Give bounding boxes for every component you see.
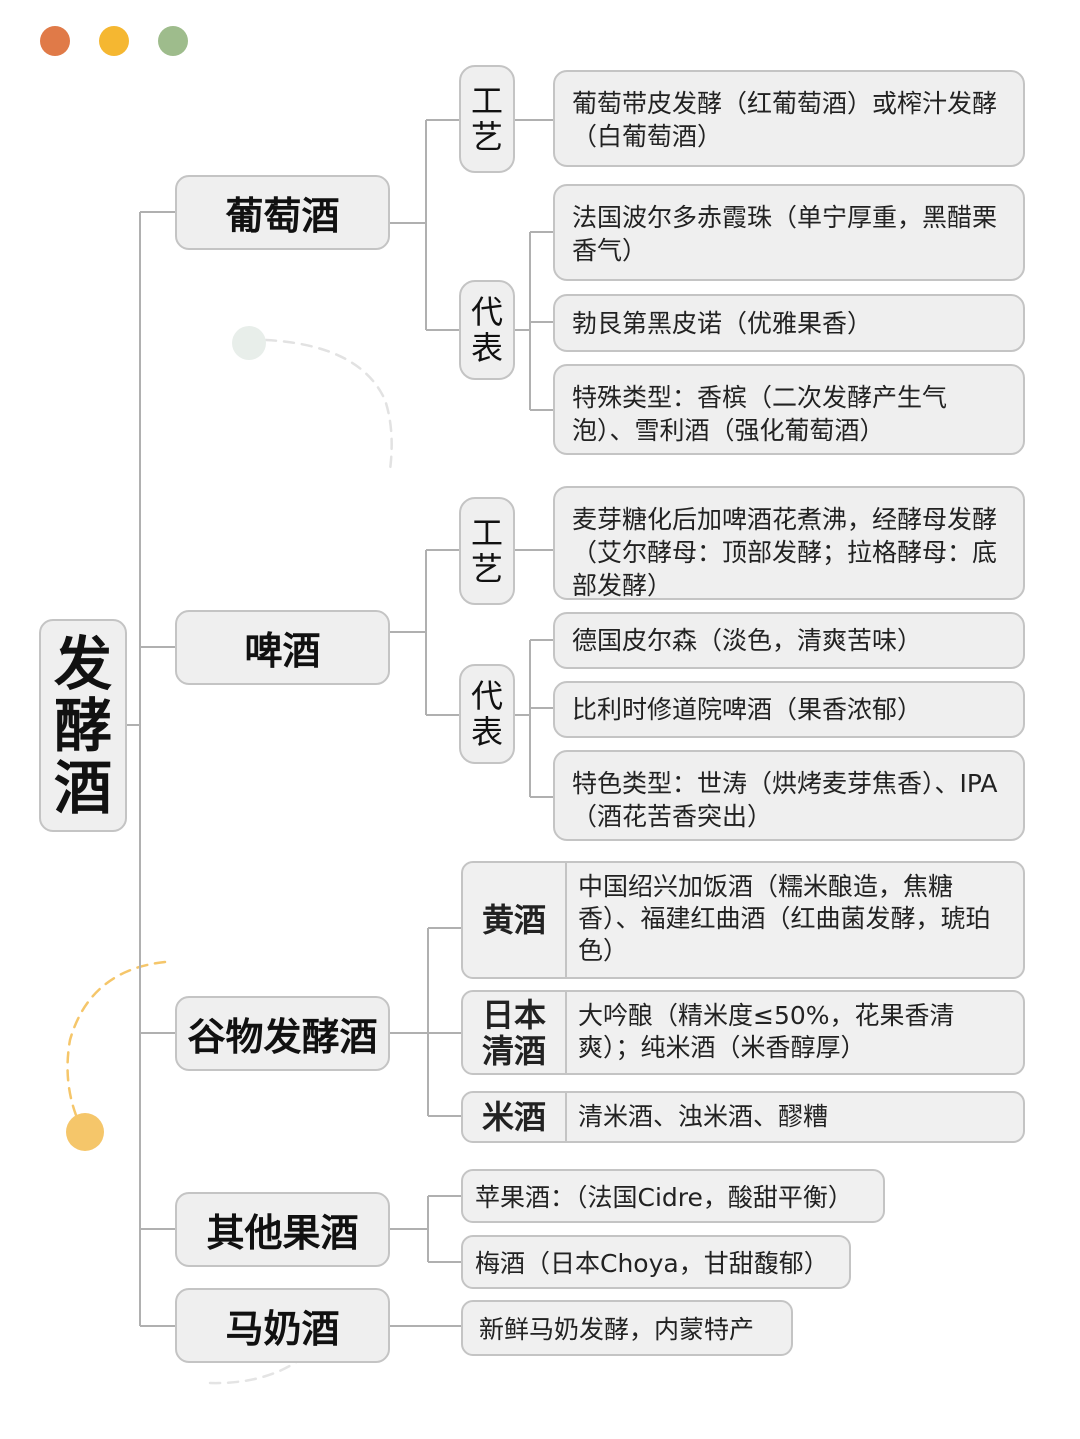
grain-row: 日本 清酒 大吟酿（精米度≤50%，花果香清爽）；纯米酒（米香醇厚）: [461, 990, 1025, 1075]
grain-row-text: 中国绍兴加饭酒（糯米酿造，焦糖香）、福建红曲酒（红曲菌发酵，琥珀色）: [578, 872, 991, 965]
category-fruit: 其他果酒: [175, 1192, 390, 1267]
yellow-dot-icon: [99, 26, 129, 56]
wine-rep-item: 法国波尔多赤霞珠（单宁厚重，黑醋栗香气）: [553, 184, 1025, 281]
beer-process-text: 麦芽糖化后加啤酒花煮沸，经酵母发酵（艾尔酵母：顶部发酵；拉格酵母：底部发酵）: [553, 486, 1025, 600]
root-char: 酵: [53, 691, 112, 760]
root-char: 酒: [53, 753, 112, 822]
fruit-item: 苹果酒：（法国Cidre，酸甜平衡）: [461, 1169, 885, 1223]
beer-rep-item: 特色类型：世涛（烘烤麦芽焦香）、IPA（酒花苦香突出）: [553, 750, 1025, 841]
kumis-item: 新鲜马奶发酵，内蒙特产: [461, 1300, 793, 1356]
beer-rep-item: 比利时修道院啤酒（果香浓郁）: [553, 681, 1025, 738]
decor-circle-yellow: [66, 1113, 104, 1151]
beer-representative-label: 代 表: [459, 664, 515, 764]
wine-rep-item: 勃艮第黑皮诺（优雅果香）: [553, 294, 1025, 352]
wine-process-label: 工 艺: [459, 65, 515, 173]
grain-row-label: 黄酒: [463, 863, 567, 977]
root-char: 发: [53, 629, 112, 698]
green-dot-icon: [158, 26, 188, 56]
fruit-item: 梅酒（日本Choya，甘甜馥郁）: [461, 1235, 851, 1289]
decor-dashed-arc-2: [66, 960, 167, 1127]
category-beer: 啤酒: [175, 610, 390, 685]
decor-dashed-arc-3: [208, 1328, 332, 1385]
grain-row-text: 清米酒、浊米酒、醪糟: [578, 1102, 829, 1131]
wine-rep-item: 特殊类型：香槟（二次发酵产生气泡）、雪利酒（强化葡萄酒）: [553, 364, 1025, 455]
category-wine: 葡萄酒: [175, 175, 390, 250]
category-kumis: 马奶酒: [175, 1288, 390, 1363]
beer-rep-item: 德国皮尔森（淡色，清爽苦味）: [553, 612, 1025, 669]
grain-row-text: 大吟酿（精米度≤50%，花果香清爽）；纯米酒（米香醇厚）: [578, 1001, 955, 1062]
wine-process-text: 葡萄带皮发酵（红葡萄酒）或榨汁发酵（白葡萄酒）: [553, 70, 1025, 167]
grain-row-label: 日本 清酒: [463, 992, 567, 1073]
wine-representative-label: 代 表: [459, 280, 515, 380]
decor-dashed-arc-1: [264, 338, 393, 472]
grain-row: 米酒 清米酒、浊米酒、醪糟: [461, 1091, 1025, 1143]
grain-row: 黄酒 中国绍兴加饭酒（糯米酿造，焦糖香）、福建红曲酒（红曲菌发酵，琥珀色）: [461, 861, 1025, 979]
beer-process-label: 工 艺: [459, 497, 515, 605]
category-grain: 谷物发酵酒: [175, 996, 390, 1071]
decor-circle-gray: [232, 326, 266, 360]
red-dot-icon: [40, 26, 70, 56]
grain-row-label: 米酒: [463, 1093, 567, 1141]
root-node: 发 酵 酒: [39, 619, 127, 832]
